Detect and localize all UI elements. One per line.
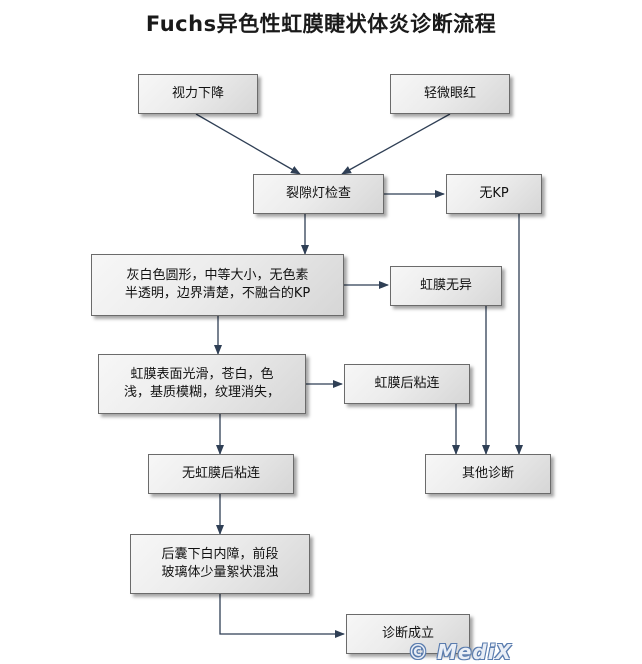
node-no-posterior-synechia: 无虹膜后粘连 bbox=[148, 454, 294, 494]
edge-red-to-slitlamp bbox=[341, 113, 451, 175]
medix-watermark: © MediX bbox=[408, 640, 513, 664]
page-title: Fuchs异色性虹膜睫状体炎诊断流程 bbox=[145, 12, 497, 36]
edge-cataract-to-diagnosis bbox=[219, 594, 345, 638]
node-kp-features: 灰白色圆形，中等大小，无色素 半透明，边界清楚，不融合的KP bbox=[91, 254, 344, 316]
node-mild-redness: 轻微眼红 bbox=[390, 74, 510, 114]
node-diagnosis-established: 诊断成立 bbox=[346, 614, 470, 654]
node-vision-decline: 视力下降 bbox=[138, 74, 258, 114]
node-cataract-vitreous: 后囊下白内障，前段 玻璃体少量絮状混浊 bbox=[130, 534, 310, 594]
node-slitlamp-exam: 裂隙灯检查 bbox=[253, 174, 384, 214]
edge-vision-to-slitlamp bbox=[195, 113, 301, 175]
node-iris-surface: 虹膜表面光滑，苍白，色 浅，基质模糊，纹理消失， bbox=[98, 354, 306, 414]
node-posterior-synechia: 虹膜后粘连 bbox=[344, 364, 470, 404]
node-other-diagnosis: 其他诊断 bbox=[425, 454, 551, 494]
node-iris-normal: 虹膜无异 bbox=[390, 266, 502, 306]
node-no-kp: 无KP bbox=[446, 174, 542, 214]
